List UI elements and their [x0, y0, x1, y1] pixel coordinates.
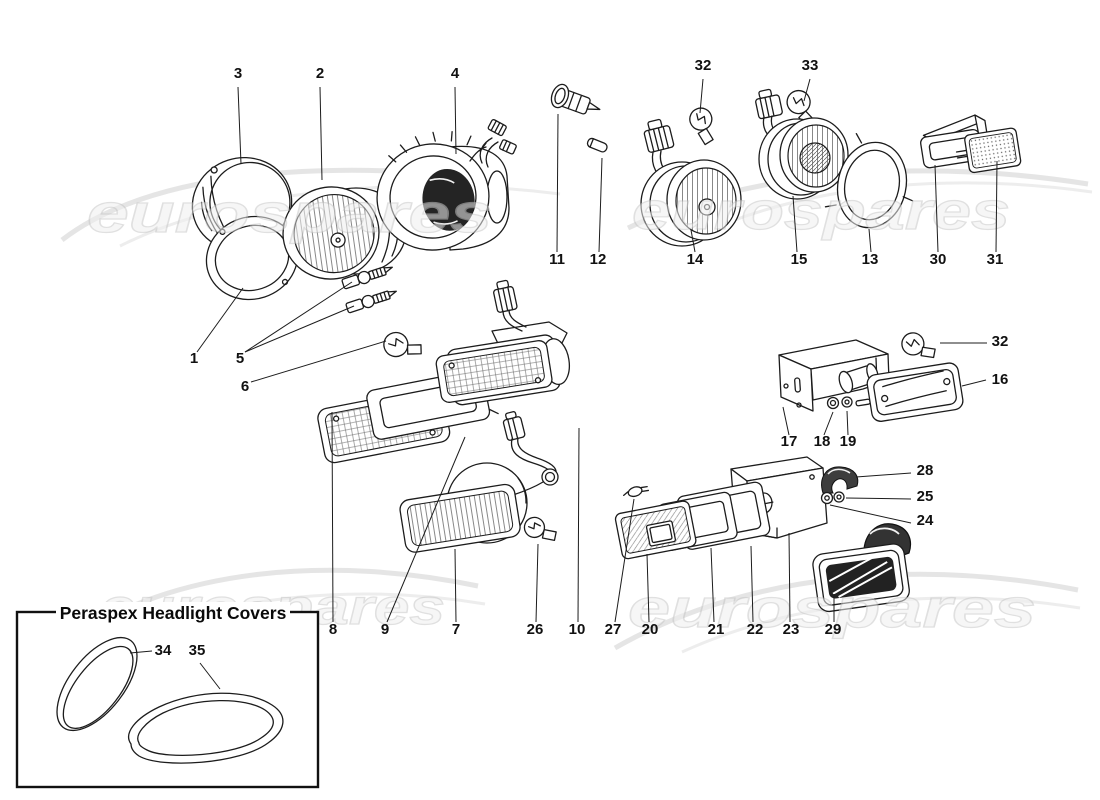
part-label-32: 32 — [695, 57, 712, 74]
leader-line-15 — [792, 195, 798, 253]
leader-line-28 — [855, 472, 912, 478]
part-label-7: 7 — [452, 621, 460, 638]
leader-line-34 — [129, 650, 153, 654]
leader-line-17 — [782, 406, 790, 436]
part-label-12: 12 — [590, 251, 607, 268]
part-label-11: 11 — [549, 251, 565, 268]
headlight-assembly-drawing — [191, 119, 517, 358]
part-label-35: 35 — [189, 642, 206, 659]
leader-line-26 — [535, 543, 539, 623]
part-label-2: 2 — [316, 65, 324, 82]
part-label-34: 34 — [155, 642, 172, 659]
leader-line-25 — [845, 497, 912, 500]
leader-line-23 — [788, 532, 791, 623]
part-label-1: 1 — [190, 350, 198, 367]
breather-elbow-28 — [821, 466, 859, 494]
part-label-26: 26 — [527, 621, 544, 638]
part-label-16: 16 — [992, 371, 1009, 388]
leader-line-9 — [386, 436, 466, 623]
leader-line-8 — [331, 411, 334, 623]
part-label-6: 6 — [241, 378, 249, 395]
part-label-21: 21 — [708, 621, 725, 638]
bulb-26 — [523, 516, 557, 542]
watermark-text: eurospares — [632, 182, 1010, 241]
leader-line-14 — [690, 229, 696, 253]
adjuster-screw — [345, 290, 397, 314]
part-label-30: 30 — [930, 251, 947, 268]
bulb-27 — [623, 485, 650, 498]
part-label-3: 3 — [234, 65, 242, 82]
watermark-text-layer: eurospareseurospareseurospareseurospares — [86, 181, 1036, 639]
part-label-4: 4 — [451, 65, 460, 82]
leader-line-16 — [961, 379, 987, 387]
part-label-10: 10 — [569, 621, 586, 638]
indicator-cluster-drawing — [317, 279, 650, 553]
leader-line-10 — [577, 427, 580, 623]
leader-line-5 — [244, 281, 353, 353]
side-marker-cluster-drawing — [614, 456, 912, 613]
bulb-6 — [383, 331, 422, 358]
part-label-15: 15 — [791, 251, 808, 268]
repeater-lens-16 — [866, 362, 964, 422]
part-label-13: 13 — [862, 251, 879, 268]
part-label-23: 23 — [783, 621, 800, 638]
round-lamp-cluster-drawing — [550, 83, 1022, 247]
leader-line-2 — [319, 86, 323, 181]
part-label-31: 31 — [987, 251, 1004, 268]
leader-line-3 — [237, 86, 242, 165]
fog-lamp-29 — [812, 543, 910, 613]
part-label-17: 17 — [781, 433, 798, 450]
leader-line-32 — [699, 78, 704, 114]
leader-line-33 — [803, 78, 811, 102]
retaining-ring-13 — [824, 132, 914, 229]
leader-line-5 — [244, 305, 355, 353]
leader-line-11 — [556, 113, 559, 253]
part-label-24: 24 — [917, 512, 934, 529]
leader-line-1 — [196, 287, 244, 353]
leader-line-20 — [646, 553, 650, 623]
part-label-8: 8 — [329, 621, 337, 638]
repeater-lamp-drawing — [778, 332, 964, 422]
leader-line-4 — [454, 86, 457, 155]
part-label-9: 9 — [381, 621, 389, 638]
part-label-22: 22 — [747, 621, 764, 638]
leader-line-22 — [750, 545, 754, 623]
headlight-cover-ring-34 — [56, 636, 138, 732]
part-label-20: 20 — [642, 621, 659, 638]
part-label-27: 27 — [605, 621, 622, 638]
part-label-25: 25 — [917, 488, 934, 505]
part-label-19: 19 — [840, 433, 857, 450]
bulb-32b — [901, 332, 936, 359]
lens-31 — [955, 127, 1022, 174]
peraspex-box: Peraspex Headlight Covers — [15, 602, 320, 789]
leader-line-21 — [710, 547, 715, 623]
leader-line-13 — [868, 228, 872, 253]
part-label-33: 33 — [802, 57, 819, 74]
watermark-text: eurospares — [628, 577, 1036, 639]
leader-line-7 — [454, 548, 457, 623]
leader-line-19 — [846, 410, 849, 436]
leader-line-30 — [934, 164, 939, 253]
bulb-32 — [689, 107, 714, 146]
leader-lines — [129, 78, 998, 690]
peraspex-box-title: Peraspex Headlight Covers — [60, 603, 287, 623]
watermark-text: eurospares — [87, 182, 492, 244]
leader-line-31 — [995, 160, 998, 253]
part-label-5: 5 — [236, 350, 244, 367]
part-label-28: 28 — [917, 462, 934, 479]
leader-line-12 — [598, 157, 603, 253]
part-label-29: 29 — [825, 621, 842, 638]
leader-line-35 — [199, 662, 221, 690]
part-label-14: 14 — [687, 251, 704, 268]
part-label-18: 18 — [814, 433, 831, 450]
part-label-32: 32 — [992, 333, 1009, 350]
leader-line-18 — [823, 411, 834, 436]
leader-line-27 — [614, 498, 635, 623]
leader-line-24 — [829, 504, 912, 524]
leader-line-6 — [250, 340, 387, 383]
